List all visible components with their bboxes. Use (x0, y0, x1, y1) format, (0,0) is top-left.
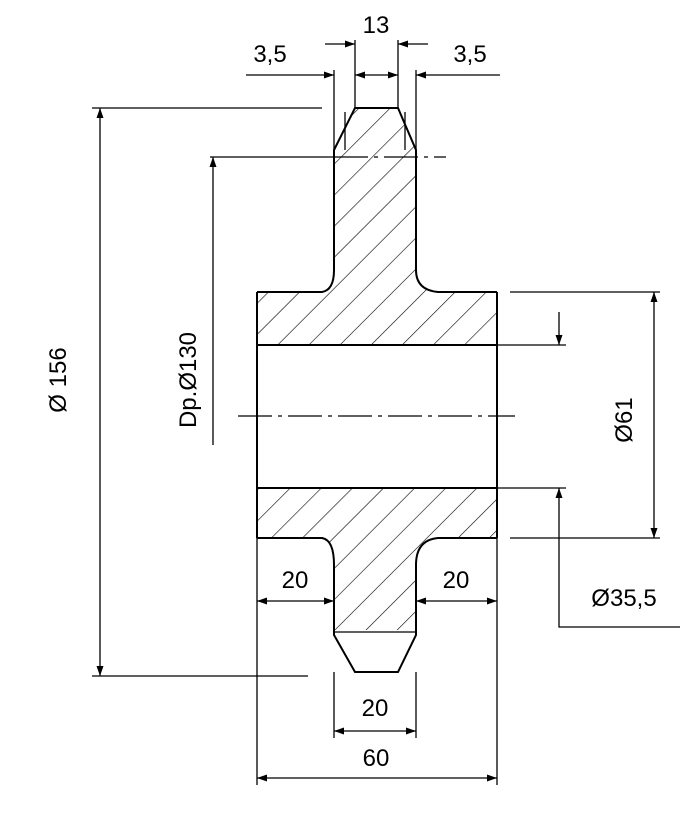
outer-diameter-dimension (92, 107, 322, 677)
hub-diameter-label: Ø61 (611, 397, 638, 442)
pitch-diameter-dimension (209, 156, 334, 445)
pitch-diameter-label: Dp.Ø130 (175, 332, 202, 428)
outer-diameter-label: Ø 156 (45, 347, 72, 412)
hub-right-width-label: 20 (443, 567, 470, 594)
tooth-base-width-label: 20 (362, 695, 389, 722)
tooth-width-label: 13 (363, 12, 390, 39)
chamfer-right-label: 3,5 (453, 41, 486, 68)
bore-diameter-dimension (497, 312, 680, 628)
lower-section-hatch (257, 488, 497, 630)
bore-diameter-label: Ø35,5 (591, 585, 656, 612)
upper-section-hatch (257, 108, 497, 345)
total-width-dimension (256, 538, 498, 785)
hub-diameter-dimension (510, 291, 660, 539)
hub-left-width-label: 20 (282, 567, 309, 594)
total-width-label: 60 (363, 745, 390, 772)
top-dimensions (246, 40, 500, 150)
chamfer-left-label: 3,5 (253, 41, 286, 68)
tooth-base-width-dimension (333, 672, 417, 738)
sprocket-outline (256, 107, 498, 673)
